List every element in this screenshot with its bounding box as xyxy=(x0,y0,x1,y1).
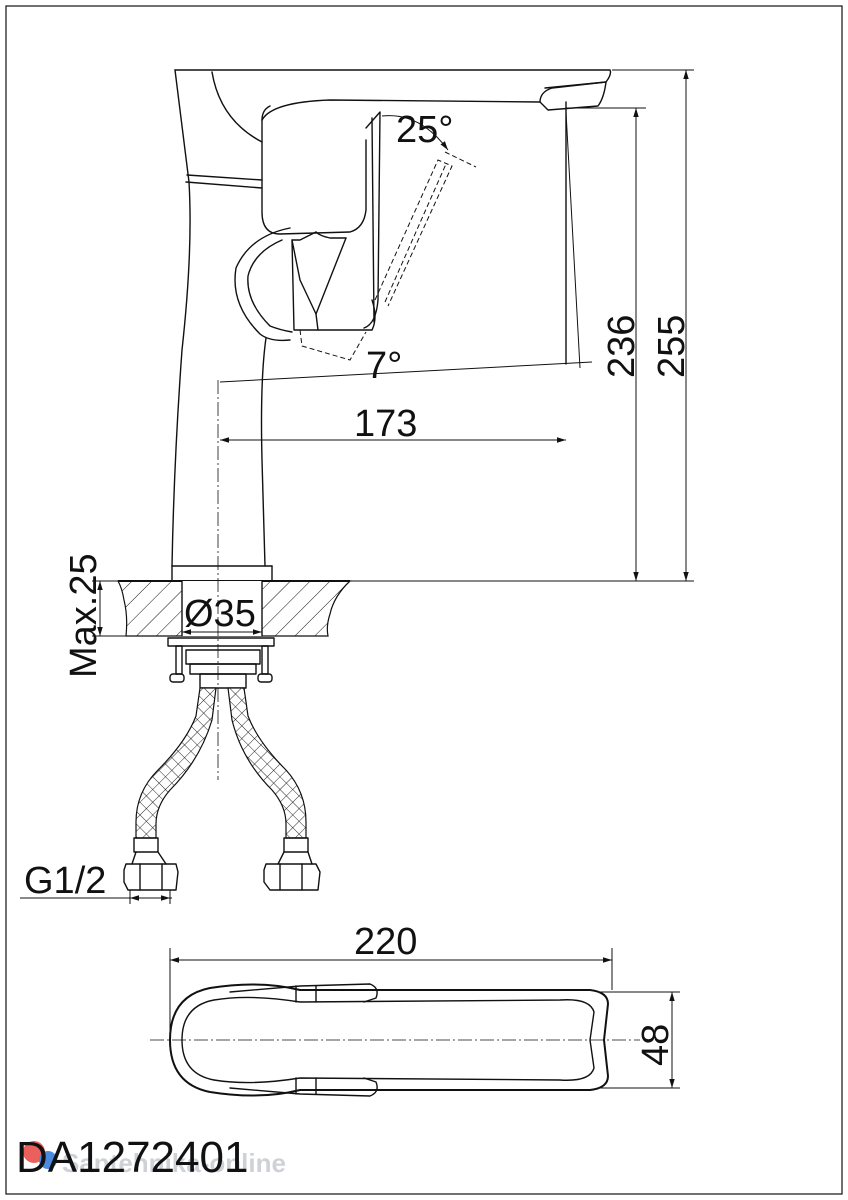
watermark-logo: Santehnika-online xyxy=(23,1141,286,1178)
reach-label: 173 xyxy=(354,403,417,445)
width-label: 48 xyxy=(635,1024,677,1066)
faucet-top-view xyxy=(150,983,640,1097)
max-thickness-label: Max.25 xyxy=(63,553,105,678)
faucet-side-view xyxy=(116,69,612,891)
total-height-label: 255 xyxy=(651,315,693,378)
model-number: DA1272401 xyxy=(16,1133,248,1182)
drawing-frame xyxy=(5,5,843,1195)
spout-angle-label: 7° xyxy=(366,345,402,387)
hole-diameter-label: Ø35 xyxy=(184,593,256,635)
lever-angle-label: 25° xyxy=(396,109,453,151)
watermark-blue-dot xyxy=(39,1151,57,1169)
watermark-text: Santehnika-online xyxy=(62,1148,286,1178)
dimension-lines xyxy=(20,69,694,1089)
spout-height-label: 236 xyxy=(601,315,643,378)
length-label: 220 xyxy=(354,921,417,963)
thread-label: G1/2 xyxy=(24,860,106,902)
